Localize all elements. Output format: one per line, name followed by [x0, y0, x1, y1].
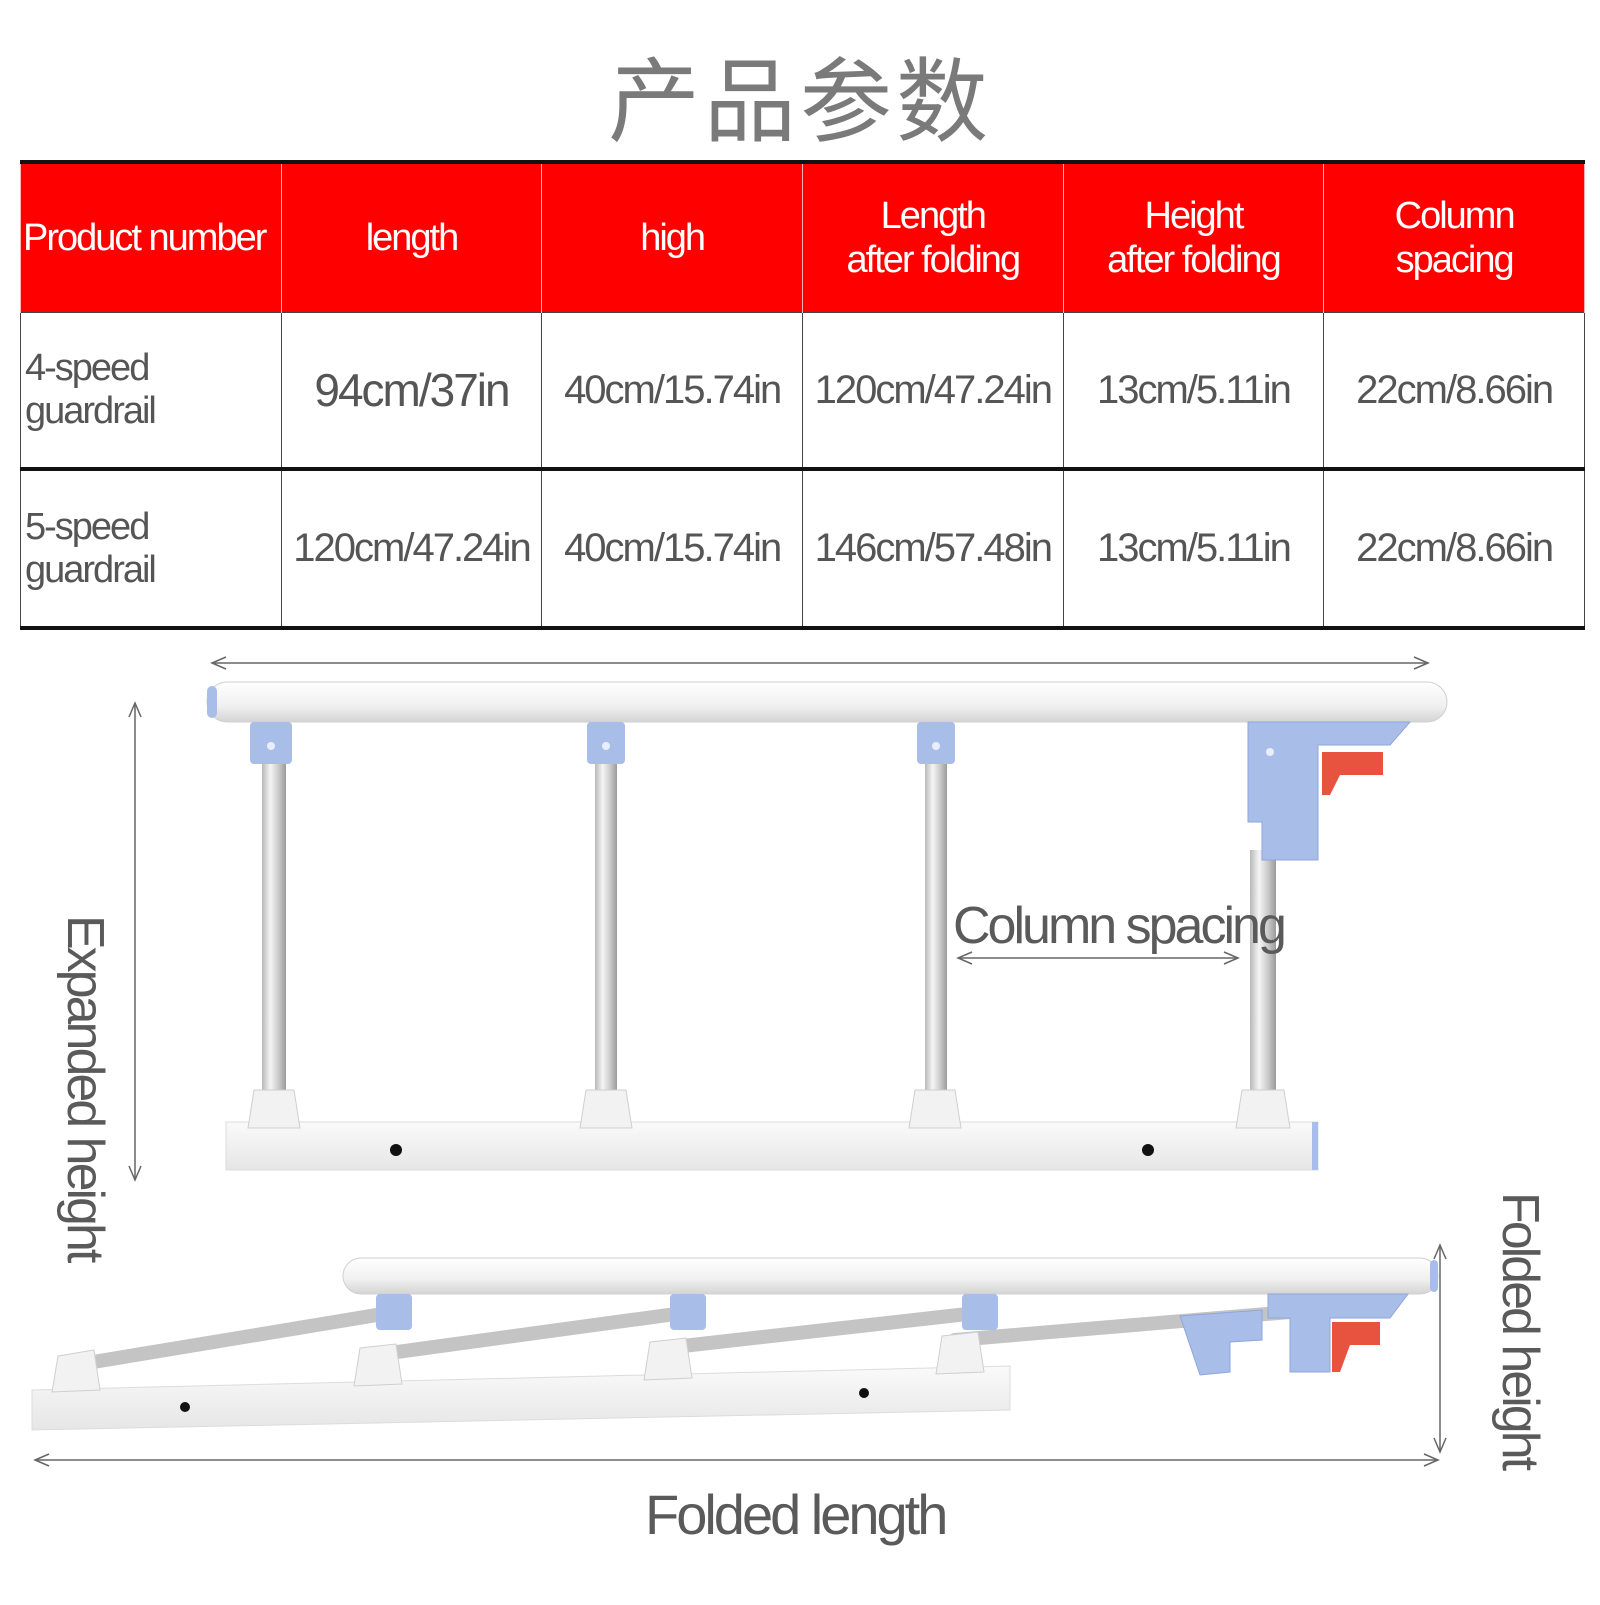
folded-height-arrow [1433, 1243, 1447, 1454]
header-product-number: Product number [20, 160, 282, 313]
cell-column-spacing: 22cm/8.66in [1323, 468, 1585, 630]
cell-high: 40cm/15.74in [541, 312, 803, 472]
cell-product-number: 5-speed guardrail [20, 468, 282, 630]
cell-length-after-folding: 146cm/57.48in [801, 468, 1064, 630]
guardrail-diagram: Expanded height Column spacing Folded he… [0, 630, 1600, 1600]
header-length: length [280, 160, 543, 313]
column-spacing-label: Column spacing [953, 897, 1287, 955]
expanded-guardrail [206, 681, 1448, 1171]
guardrail-illustration [31, 656, 1448, 1467]
folded-height-label: Folded height [1491, 1191, 1549, 1469]
cell-height-after-folding: 13cm/5.11in [1062, 468, 1325, 630]
cell-height-after-folding: 13cm/5.11in [1062, 312, 1325, 472]
table-header-row: Product number length high Length after … [20, 160, 1585, 313]
cell-high: 40cm/15.74in [541, 468, 803, 630]
expanded-height-arrow [128, 701, 142, 1182]
page-title: 产品参数 [607, 49, 992, 156]
cell-length: 120cm/47.24in [280, 468, 543, 630]
header-column-spacing: Column spacing [1323, 160, 1585, 313]
cell-product-number: 4-speed guardrail [20, 312, 282, 472]
folded-guardrail [31, 1257, 1439, 1431]
top-length-arrow [210, 656, 1430, 670]
header-high: high [541, 160, 803, 313]
header-length-after-folding: Length after folding [801, 160, 1064, 313]
table-row: 4-speed guardrail 94cm/37in 40cm/15.74in… [20, 312, 1585, 472]
cell-length: 94cm/37in [280, 312, 543, 472]
folded-length-arrow [33, 1453, 1440, 1467]
column-spacing-arrow [956, 951, 1240, 965]
cell-length-after-folding: 120cm/47.24in [801, 312, 1064, 472]
header-height-after-folding: Height after folding [1062, 160, 1325, 313]
expanded-height-label: Expanded height [56, 915, 114, 1261]
cell-column-spacing: 22cm/8.66in [1323, 312, 1585, 472]
table-row: 5-speed guardrail 120cm/47.24in 40cm/15.… [20, 468, 1585, 630]
folded-length-label: Folded length [645, 1483, 948, 1546]
spec-table: Product number length high Length after … [20, 160, 1585, 630]
